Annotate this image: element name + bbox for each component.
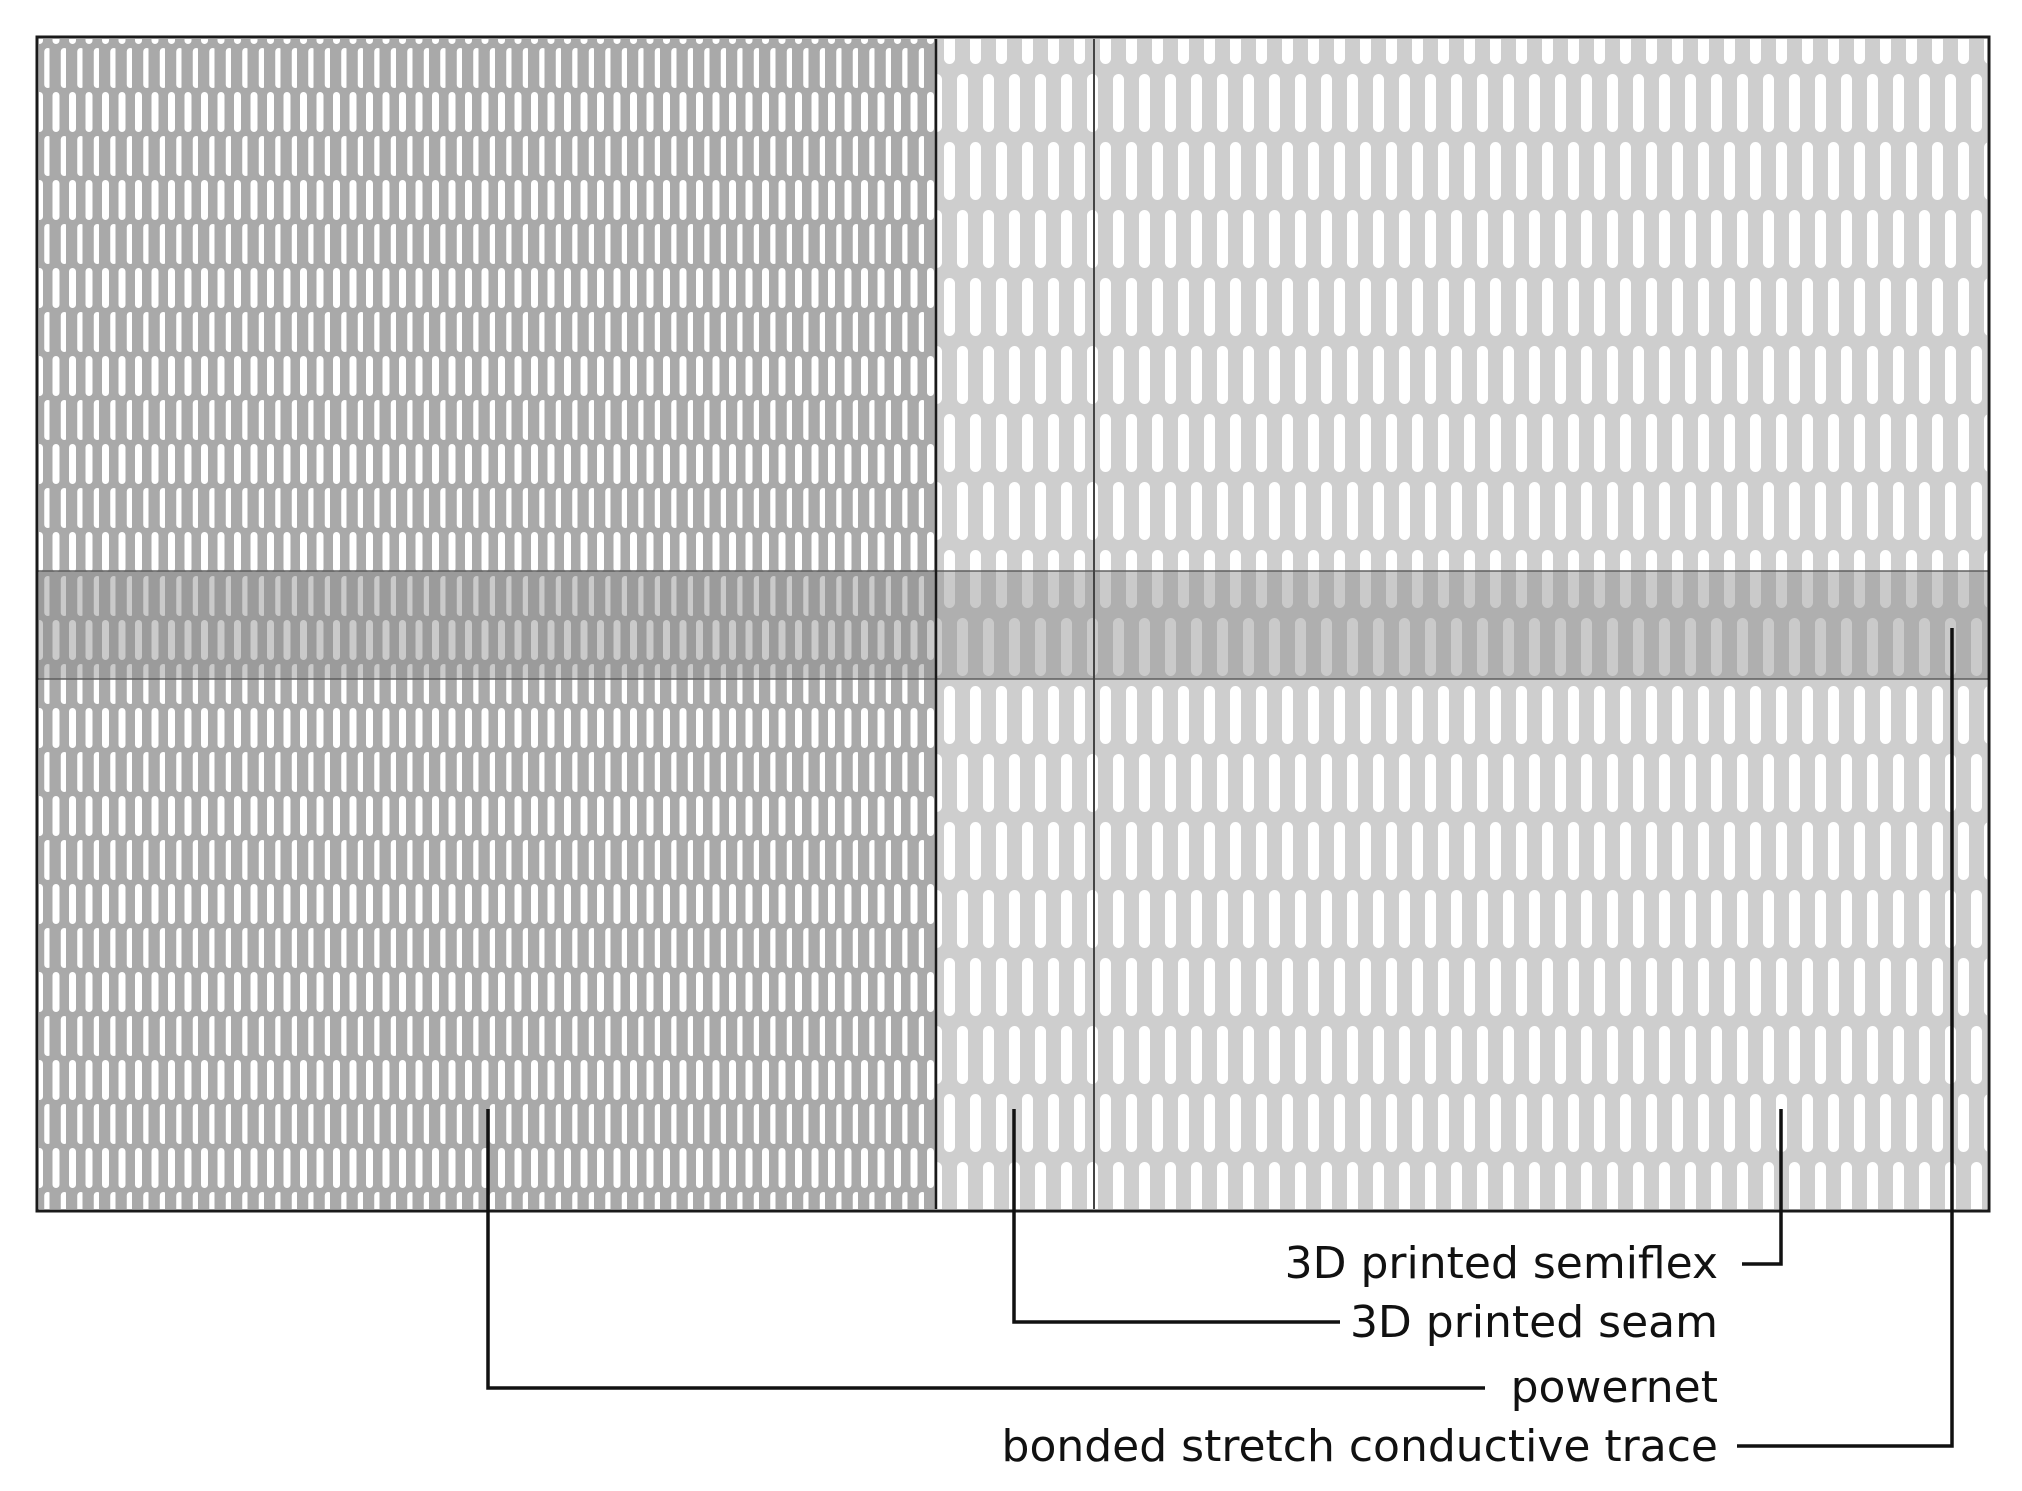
- seam-panel: [936, 39, 1094, 1209]
- semiflex-perforations: [1094, 39, 1987, 1209]
- label-semiflex: 3D printed semiflex: [1285, 1238, 1718, 1289]
- label-trace: bonded stretch conductive trace: [1002, 1421, 1718, 1472]
- leader-seam: [1012, 1109, 1340, 1324]
- powernet-perforations: [39, 39, 936, 1209]
- leader-powernet: [486, 1109, 1485, 1390]
- leader-semiflex: [1742, 1109, 1783, 1266]
- powernet-panel: [39, 39, 936, 1209]
- leader-trace: [1737, 628, 1954, 1448]
- label-seam: 3D printed seam: [1350, 1297, 1718, 1348]
- semiflex-panel: [1094, 39, 1987, 1209]
- seam-perforations: [936, 39, 1094, 1209]
- label-powernet: powernet: [1511, 1362, 1718, 1413]
- conductive-trace-band: [36, 570, 1990, 680]
